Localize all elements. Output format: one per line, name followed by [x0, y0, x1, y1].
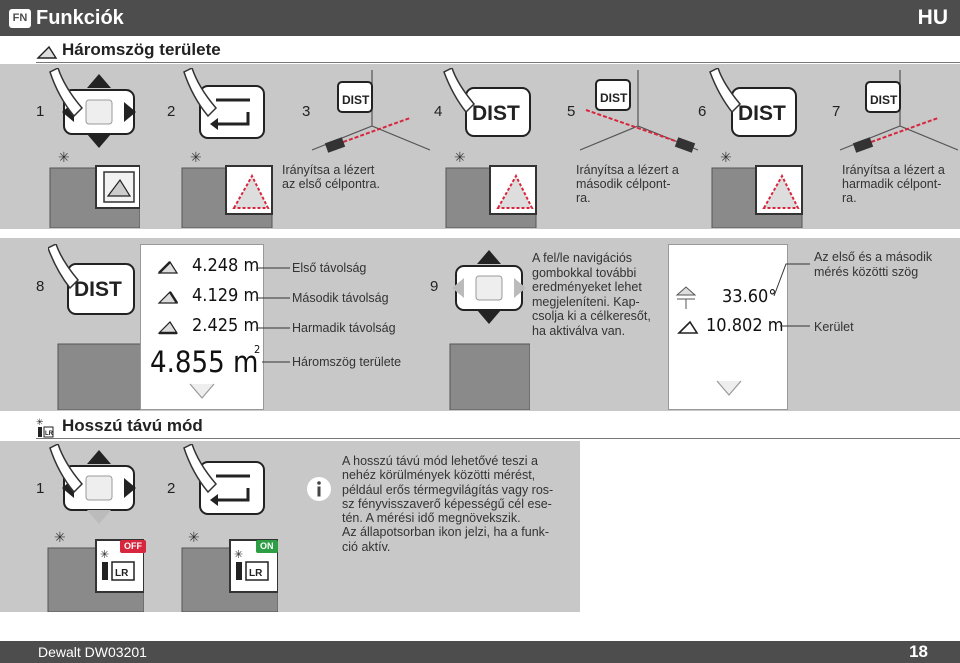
dist-key-icon: DIST [48, 244, 143, 410]
navigation-pad-icon [449, 250, 530, 410]
svg-text:✳: ✳ [100, 549, 109, 561]
navigation-pad-icon: ✳ [49, 68, 140, 228]
third-distance-label: Harmadik távolság [292, 321, 396, 335]
info-icon [307, 477, 331, 501]
page-header: FN Funkciók HU [0, 0, 960, 36]
second-distance-label: Második távolság [292, 291, 389, 305]
svg-text:✳: ✳ [54, 529, 66, 545]
room-corner-laser: DIST [840, 70, 958, 153]
long-range-info: A hosszú távú mód lehetővé teszi a nehéz… [342, 454, 554, 554]
triangle-third-side-icon [157, 321, 179, 335]
fn-badge: FN [9, 9, 31, 28]
section-title-triangle: Háromszög területe [62, 40, 221, 59]
area-label: Háromszög területe [292, 355, 402, 369]
callout-lines [773, 263, 810, 327]
dist-key-label: DIST [342, 93, 370, 107]
navigation-instructions: A fel/le navigációs gombokkal további er… [532, 251, 651, 338]
angle-perimeter-display [668, 244, 788, 410]
results-display [140, 244, 264, 410]
svg-text:LR: LR [45, 431, 54, 437]
lr-badge: LR [115, 568, 129, 579]
svg-text:DIST: DIST [600, 91, 628, 105]
step-number: 6 [698, 103, 707, 120]
device-model: Dewalt DW03201 [38, 644, 147, 660]
callout-lines [256, 267, 290, 363]
area-value: 4.855 m [150, 345, 259, 379]
svg-text:LR: LR [249, 568, 263, 579]
room-corner-laser: DIST [312, 70, 430, 153]
svg-text:DIST: DIST [870, 93, 898, 107]
angle-icon [675, 286, 697, 309]
svg-text:✳: ✳ [454, 149, 466, 165]
instruction-second-target: Irányítsa a lézert a második célpont- ra… [576, 163, 679, 205]
language-code: HU [917, 6, 948, 29]
dist-key-icon: DIST ✳ [443, 68, 537, 228]
on-badge: ON [256, 540, 278, 553]
section-divider [36, 62, 960, 63]
svg-text:DIST: DIST [738, 102, 786, 125]
third-distance-value: 2.425 m [192, 315, 260, 336]
enter-key-icon: ✳ ✳ LR [181, 444, 278, 612]
room-corner-laser: DIST [580, 70, 698, 153]
section-title-long-range: Hosszú távú mód [62, 416, 203, 435]
step-number: 5 [567, 103, 576, 120]
enter-key-icon: ✳ [181, 68, 273, 228]
svg-text:DIST: DIST [472, 102, 520, 125]
first-distance-value: 4.248 m [192, 255, 260, 276]
triangle-icon [36, 45, 58, 59]
navigation-pad-icon: ✳ ✳ LR [47, 444, 144, 612]
step-number: 2 [167, 480, 176, 497]
perimeter-triangle-icon [677, 320, 699, 334]
angle-label: Az első és a második mérés közötti szög [814, 250, 933, 279]
step-number: 9 [430, 278, 439, 295]
area-exponent: 2 [254, 343, 261, 356]
dist-key-icon: DIST ✳ [709, 68, 803, 228]
svg-text:✳: ✳ [234, 549, 243, 561]
triangle-first-side-icon [157, 261, 179, 274]
triangle-second-side-icon [157, 291, 179, 304]
svg-text:✳: ✳ [58, 149, 70, 165]
svg-text:DIST: DIST [74, 278, 122, 301]
first-distance-label: Első távolság [292, 261, 367, 275]
step-number: 8 [36, 278, 45, 295]
step-number: 7 [832, 103, 841, 120]
page-footer: Dewalt DW03201 18 [0, 641, 960, 663]
step-number: 1 [36, 480, 45, 497]
long-range-mode-icon: ✳ LR [36, 417, 54, 438]
instruction-third-target: Irányítsa a lézert a harmadik célpont- r… [842, 163, 945, 205]
svg-text:✳: ✳ [36, 417, 44, 427]
svg-text:✳: ✳ [190, 149, 202, 165]
perimeter-label: Kerület [814, 320, 854, 334]
step-number: 4 [434, 103, 443, 120]
step-number: 1 [36, 103, 45, 120]
perimeter-value: 10.802 m [706, 315, 784, 336]
page-title: Funkciók [36, 7, 124, 29]
instruction-first-target: Irányítsa a lézert az első célpontra. [282, 163, 380, 191]
svg-text:✳: ✳ [188, 529, 200, 545]
step-number: 2 [167, 103, 176, 120]
page-number: 18 [909, 642, 928, 661]
scroll-down-icon [189, 383, 215, 399]
step-number: 3 [302, 103, 311, 120]
section-divider [36, 438, 960, 439]
svg-text:✳: ✳ [720, 149, 732, 165]
second-distance-value: 4.129 m [192, 285, 260, 306]
scroll-down-icon [716, 380, 742, 396]
off-badge: OFF [120, 540, 146, 553]
angle-value: 33.60° [722, 286, 777, 307]
